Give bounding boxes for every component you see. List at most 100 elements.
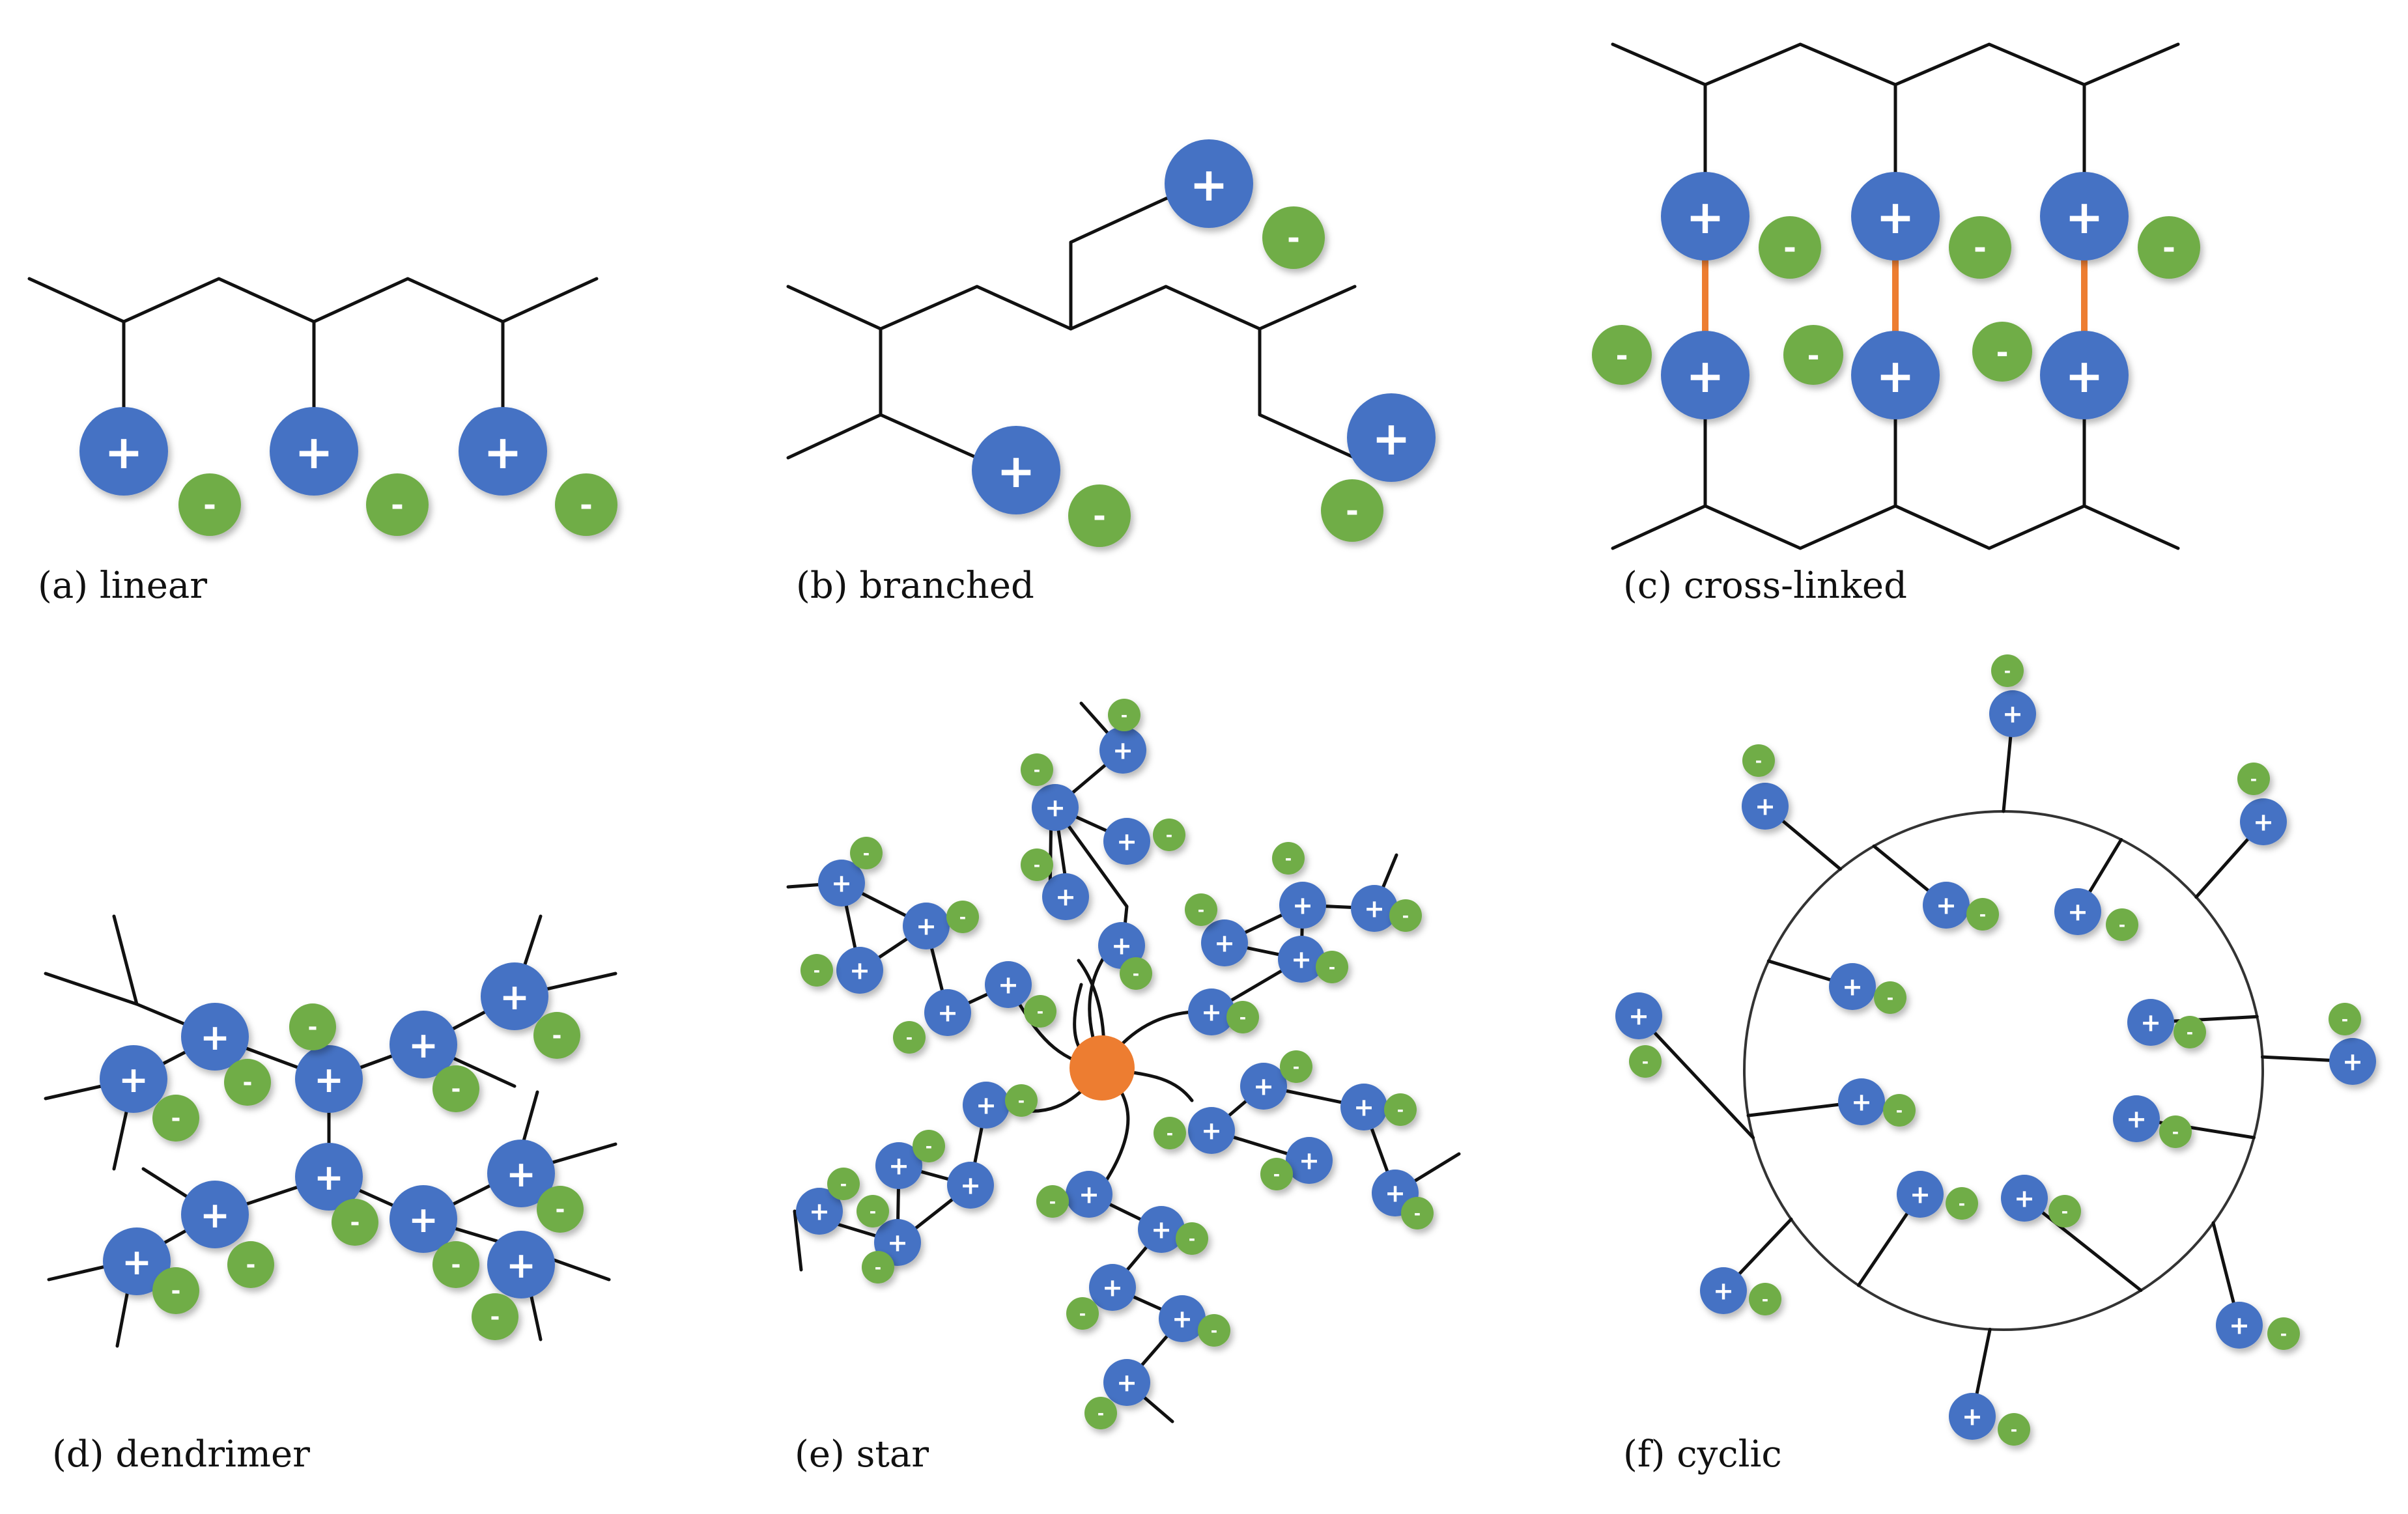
anion-symbol: - bbox=[203, 487, 216, 524]
cation-bead: + bbox=[972, 426, 1060, 514]
cation-circle bbox=[2127, 999, 2174, 1046]
cation-symbol: + bbox=[1372, 412, 1411, 466]
cation-circle bbox=[1165, 139, 1253, 228]
anion-circle bbox=[1874, 981, 1906, 1014]
cation-symbol: + bbox=[997, 444, 1036, 498]
anion-bead: - bbox=[1749, 1283, 1781, 1315]
anion-symbol: - bbox=[1121, 706, 1127, 725]
cation-symbol: + bbox=[314, 1157, 344, 1198]
anion-symbol: - bbox=[1293, 1058, 1299, 1076]
cation-circle bbox=[836, 947, 883, 994]
star-arm-branch bbox=[793, 1183, 972, 1272]
panel-d-label: (d) dendrimer bbox=[52, 1433, 310, 1476]
cation-circle bbox=[1949, 1393, 1996, 1440]
cation-bead: + bbox=[1838, 1078, 1885, 1125]
cation-bead: + bbox=[1829, 963, 1876, 1010]
anion-symbol: - bbox=[1285, 849, 1292, 868]
anion-bead: - bbox=[1185, 893, 1217, 926]
linear-backbone bbox=[27, 277, 599, 324]
cation-bead: + bbox=[1103, 818, 1150, 865]
anion-symbol: - bbox=[1783, 230, 1796, 266]
anion-circle bbox=[2267, 1317, 2300, 1350]
anion-circle bbox=[1024, 995, 1056, 1028]
cation-bead: + bbox=[1989, 690, 2036, 737]
anion-symbol: - bbox=[814, 961, 820, 980]
anion-circle bbox=[1742, 744, 1775, 777]
cation-symbol: + bbox=[1116, 1369, 1137, 1397]
anion-bead: - bbox=[1272, 842, 1305, 875]
cation-symbol: + bbox=[976, 1091, 997, 1120]
anion-circle bbox=[850, 837, 883, 869]
anion-bead: - bbox=[1036, 1185, 1069, 1218]
cation-symbol: + bbox=[1628, 1002, 1649, 1031]
anion-bead: - bbox=[289, 1003, 336, 1050]
anion-circle bbox=[1384, 1093, 1417, 1126]
cation-bead: + bbox=[818, 860, 865, 906]
cation-symbol: + bbox=[1686, 349, 1725, 403]
cation-bead: + bbox=[390, 1011, 457, 1078]
anion-circle bbox=[1262, 206, 1325, 269]
cation-bead: + bbox=[947, 1162, 994, 1209]
cation-circle bbox=[1103, 818, 1150, 865]
cation-circle bbox=[2054, 888, 2101, 935]
anion-symbol: - bbox=[1034, 856, 1040, 875]
anion-symbol: - bbox=[2187, 1023, 2193, 1042]
anion-circle bbox=[1966, 898, 1999, 931]
cation-bead: + bbox=[1032, 784, 1079, 831]
cation-circle bbox=[2001, 1175, 2048, 1222]
cation-circle bbox=[947, 1162, 994, 1209]
cation-circle bbox=[1098, 922, 1145, 969]
anion-bead: - bbox=[1024, 995, 1056, 1028]
anion-bead: - bbox=[2106, 908, 2138, 941]
anion-bead: - bbox=[2267, 1317, 2300, 1350]
cation-symbol: + bbox=[1353, 1093, 1374, 1122]
cation-circle bbox=[181, 1003, 249, 1071]
cation-symbol: + bbox=[1189, 158, 1228, 212]
cation-circle bbox=[1138, 1206, 1185, 1253]
cation-bead: + bbox=[963, 1082, 1010, 1128]
cation-bead: + bbox=[1042, 873, 1089, 920]
anion-bead: - bbox=[332, 1199, 378, 1246]
anion-circle bbox=[1120, 957, 1152, 990]
anion-bead: - bbox=[862, 1251, 894, 1283]
cation-symbol: + bbox=[1102, 1274, 1123, 1302]
anion-symbol: - bbox=[171, 1105, 181, 1132]
cation-circle bbox=[796, 1188, 843, 1235]
anion-symbol: - bbox=[451, 1076, 461, 1102]
anion-symbol: - bbox=[2280, 1325, 2287, 1343]
cation-symbol: + bbox=[1755, 792, 1776, 821]
anion-symbol: - bbox=[1959, 1194, 1965, 1213]
cation-symbol: + bbox=[998, 971, 1019, 1000]
anion-bead: - bbox=[152, 1267, 199, 1314]
anion-bead: - bbox=[1949, 216, 2011, 279]
branched-branch bbox=[879, 413, 992, 464]
anion-symbol: - bbox=[2342, 1010, 2348, 1029]
anion-circle bbox=[332, 1199, 378, 1246]
anion-bead: - bbox=[1883, 1094, 1916, 1127]
cation-bead: + bbox=[985, 961, 1032, 1008]
anion-circle bbox=[2138, 216, 2200, 279]
anion-circle bbox=[1154, 1117, 1186, 1149]
anion-bead: - bbox=[1120, 957, 1152, 990]
cation-circle bbox=[1103, 1359, 1150, 1406]
cation-bead: + bbox=[270, 407, 358, 496]
anion-bead: - bbox=[827, 1168, 860, 1200]
cation-symbol: + bbox=[2253, 808, 2274, 837]
cation-circle bbox=[390, 1185, 457, 1253]
cation-symbol: + bbox=[122, 1241, 152, 1283]
cation-circle bbox=[481, 962, 548, 1030]
anion-circle bbox=[827, 1168, 860, 1200]
star-arm-branch bbox=[1221, 903, 1305, 961]
anion-circle bbox=[1198, 1314, 1230, 1347]
anion-bead: - bbox=[1108, 699, 1140, 731]
anion-circle bbox=[1749, 1283, 1781, 1315]
anion-symbol: - bbox=[1166, 826, 1172, 845]
anion-circle bbox=[1991, 654, 2024, 687]
cation-symbol: + bbox=[1713, 1277, 1734, 1306]
anion-bead: - bbox=[800, 954, 833, 987]
cation-symbol: + bbox=[2067, 898, 2088, 927]
anion-symbol: - bbox=[2119, 916, 2125, 934]
anion-circle bbox=[2106, 908, 2138, 941]
cation-bead: + bbox=[1700, 1267, 1747, 1314]
anion-bead: - bbox=[1262, 206, 1325, 269]
